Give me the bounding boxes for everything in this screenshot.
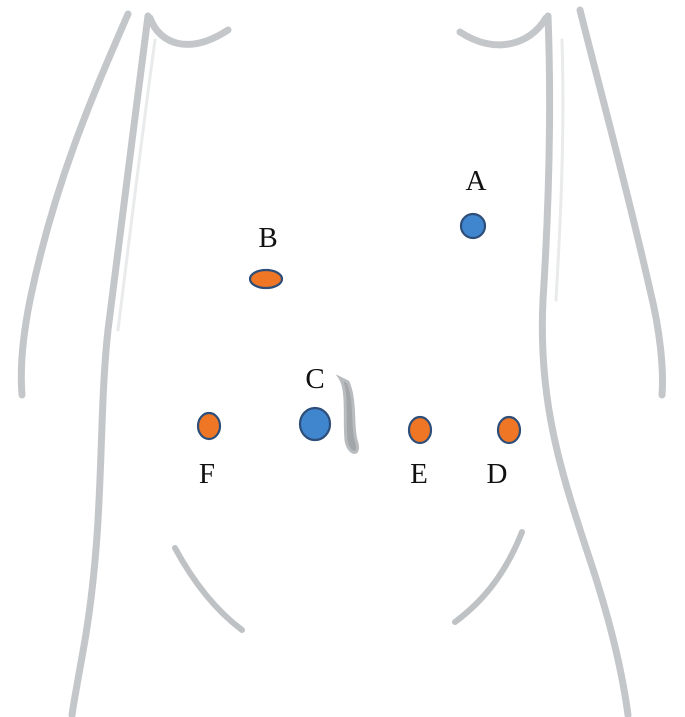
port-a-label: A [466, 165, 487, 197]
port-b-label: B [258, 222, 277, 254]
right-body-inner [556, 40, 563, 300]
ports: A B C D E F [198, 165, 520, 490]
left-armpit [150, 18, 228, 44]
port-a: A [461, 165, 487, 238]
port-c-marker [300, 408, 330, 440]
port-c: C [300, 363, 330, 440]
port-e: E [409, 417, 431, 490]
port-b-marker [250, 270, 282, 288]
port-f: F [198, 413, 220, 490]
left-groin-fold [175, 548, 242, 630]
port-c-label: C [305, 363, 324, 395]
left-arm-outline [21, 14, 128, 395]
port-f-marker [198, 413, 220, 439]
port-b: B [250, 222, 282, 288]
port-f-label: F [199, 458, 215, 490]
port-d-marker [498, 417, 520, 443]
right-body-outline [542, 16, 628, 715]
port-a-marker [461, 214, 485, 238]
navel [340, 378, 357, 452]
right-groin-fold [455, 532, 522, 622]
right-arm-outline [580, 10, 663, 395]
port-e-label: E [410, 458, 428, 490]
torso-outline [21, 10, 662, 715]
port-d-label: D [487, 458, 508, 490]
port-e-marker [409, 417, 431, 443]
port-d: D [487, 417, 520, 490]
right-armpit [460, 18, 546, 45]
